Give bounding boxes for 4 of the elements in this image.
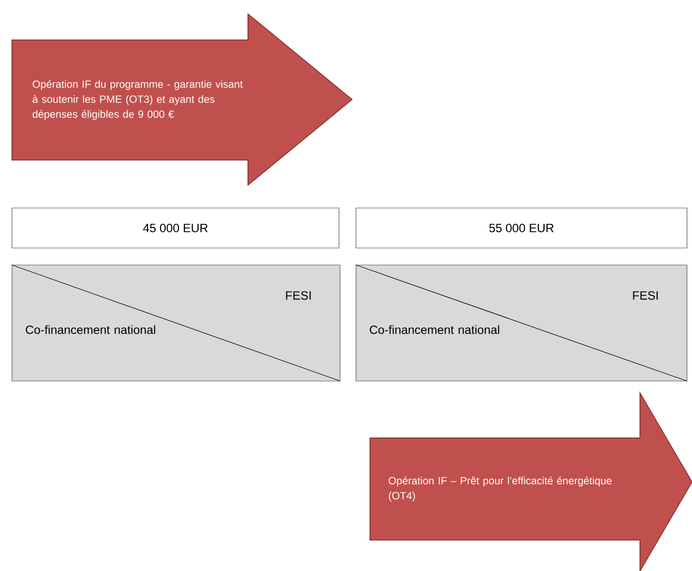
split-box: FESI Co-financement national (12, 264, 340, 382)
amount-box: 55 000 EUR (356, 208, 688, 248)
split-box: FESI Co-financement national (356, 264, 688, 382)
amount-box: 45 000 EUR (12, 208, 340, 248)
